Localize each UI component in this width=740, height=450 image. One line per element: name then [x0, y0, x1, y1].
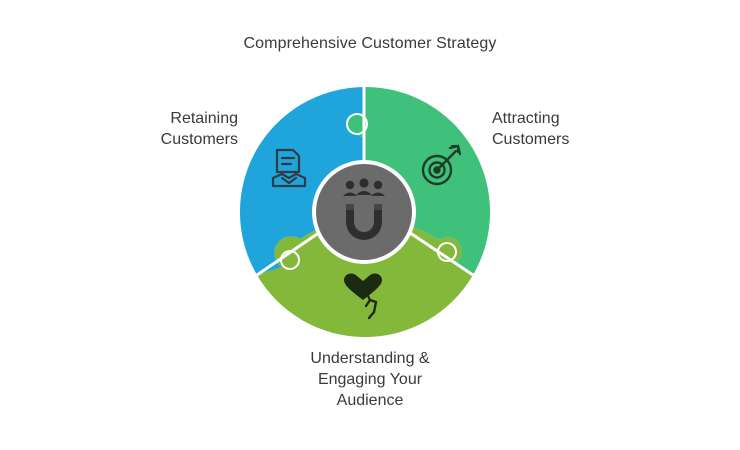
- diagram-title: Comprehensive Customer Strategy: [243, 35, 497, 52]
- contract-handshake-icon: [271, 148, 307, 188]
- label-attracting-line2: Customers: [492, 131, 570, 148]
- label-attracting-line1: Attracting: [492, 110, 560, 127]
- knob-top-fill: [348, 115, 366, 133]
- label-understanding-line1: Understanding &: [310, 350, 430, 367]
- people-magnet-icon: [343, 178, 385, 240]
- label-retaining-line2: Customers: [160, 131, 238, 148]
- center-circle-inner: [316, 164, 412, 260]
- segment-retaining: [239, 87, 364, 275]
- label-retaining: Retaining Customers: [120, 108, 238, 150]
- segment-understanding: [257, 202, 473, 338]
- label-understanding: Understanding & Engaging Your Audience: [270, 348, 470, 411]
- label-understanding-line2: Engaging Your: [317, 371, 423, 388]
- label-understanding-line3: Audience: [336, 392, 404, 409]
- heart-hand-icon: [344, 273, 382, 320]
- knob-left-fill: [282, 252, 298, 268]
- segment-attracting: [352, 86, 491, 275]
- label-retaining-line1: Retaining: [170, 110, 238, 127]
- target-arrow-icon: [421, 144, 462, 186]
- label-attracting: Attracting Customers: [492, 108, 612, 150]
